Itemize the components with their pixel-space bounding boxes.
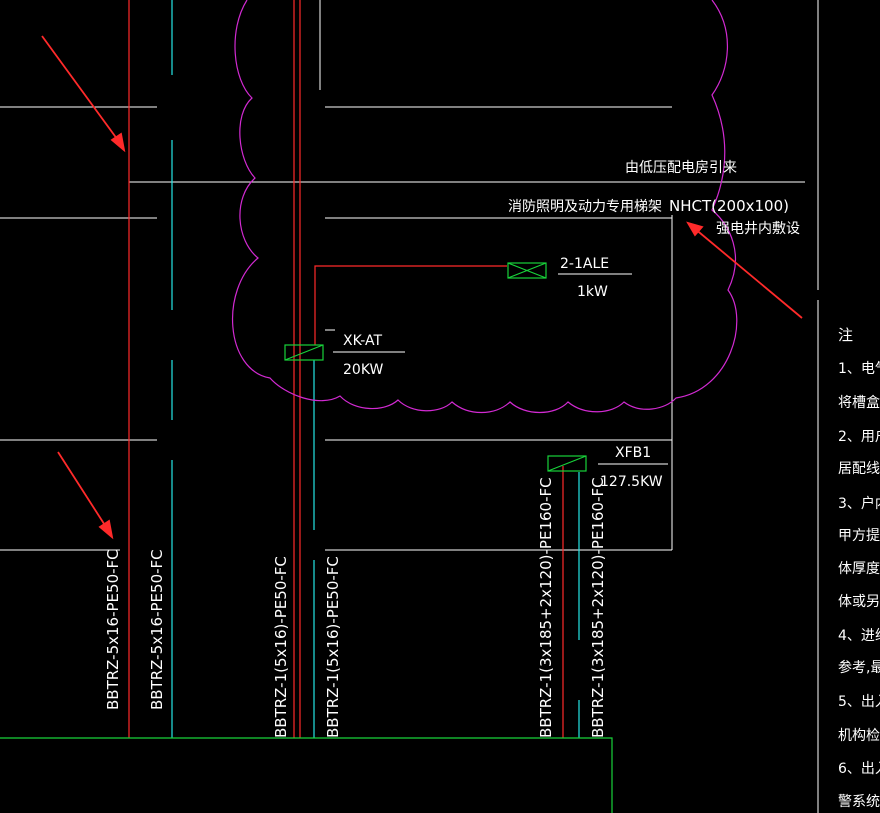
green-outline (0, 737, 613, 813)
tray-spec-label: NHCT(200x100) (669, 197, 789, 215)
revision-cloud (232, 0, 738, 413)
box-cross-icon (507, 262, 547, 279)
notes-line: 机构检验 (838, 728, 880, 744)
cable-label: BBTRZ-1(3x185+2x120)-PE160-FC (589, 477, 607, 738)
notes-line: 参考,最终 (838, 659, 880, 676)
notes-line: 6、出入 (838, 761, 880, 777)
notes-line: 甲方提供 (838, 528, 880, 544)
notes-line: 3、户内 (838, 495, 880, 512)
panel-symbols (284, 262, 587, 472)
panel-label-bars (333, 273, 668, 465)
panel-name-xk-at: XK-AT (343, 333, 383, 349)
source-label: 由低压配电房引来 (625, 160, 737, 176)
notes-line: 体或另书 (838, 594, 880, 610)
notes-column: 注 1、电气 将槽盒 2、用户 居配线箱 3、户内 甲方提供 体厚度不 体或另书… (838, 326, 880, 810)
notes-line: 1、电气 (838, 361, 880, 377)
tray-lines (0, 0, 819, 813)
cable-label: BBTRZ-5x16-PE50-FC (104, 549, 122, 710)
notes-line: 将槽盒 (838, 394, 880, 411)
panel-power-2-1ale: 1kW (577, 284, 608, 300)
panel-power-xk-at: 20KW (343, 362, 383, 378)
red-feeders (128, 0, 564, 738)
panel-name-2-1ale: 2-1ALE (560, 256, 609, 272)
notes-line: 2、用户 (838, 428, 880, 445)
cyan-lines (171, 0, 580, 738)
notes-line: 4、进线 (838, 628, 880, 644)
panel-name-xfb1: XFB1 (615, 445, 651, 461)
cable-label: BBTRZ-1(5x16)-PE50-FC (324, 556, 342, 738)
notes-line: 居配线箱 (838, 461, 880, 477)
cable-label: BBTRZ-5x16-PE50-FC (148, 549, 166, 710)
notes-line: 5、出入 (838, 694, 880, 710)
cable-label: BBTRZ-1(5x16)-PE50-FC (272, 556, 290, 738)
fire-tray-label: 消防照明及动力专用梯架 (508, 199, 662, 215)
notes-heading: 注 (838, 326, 853, 344)
notes-line: 体厚度不 (838, 561, 880, 577)
box-diagonal-icon (547, 455, 587, 472)
box-diagonal-icon (284, 344, 324, 361)
annotation-arrows (41, 35, 803, 540)
notes-line: 警系统及 (838, 794, 880, 810)
shaft-note-label: 强电井内敷设 (716, 221, 800, 237)
cable-label: BBTRZ-1(3x185+2x120)-PE160-FC (537, 477, 555, 738)
panel-power-xfb1: 127.5KW (600, 474, 663, 490)
